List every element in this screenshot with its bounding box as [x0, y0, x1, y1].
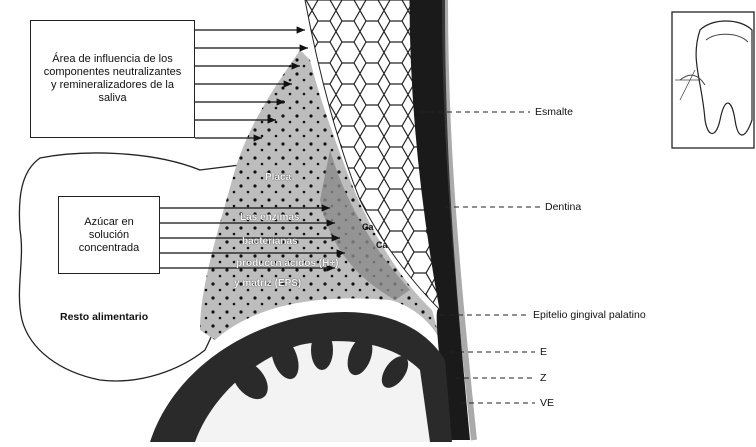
ion-ca-2: Ca: [376, 240, 388, 250]
label-food-residue: Resto alimentario: [60, 311, 148, 323]
saliva-box: Área de influencia de los componentes ne…: [30, 20, 195, 138]
ion-ca-1: Ca: [362, 222, 374, 232]
label-enamel: Esmalte: [535, 106, 573, 118]
plaque-line-2: bacterianas: [242, 236, 298, 247]
label-z: Z: [540, 372, 546, 384]
plaque-title: Placa: [265, 172, 291, 183]
plaque-line-3: producen ácidos (H+): [236, 258, 339, 269]
tooth-inset: [672, 12, 754, 148]
sugar-box: Azúcar en solución concentrada: [58, 196, 160, 274]
label-dentin: Dentina: [545, 201, 581, 213]
plaque-line-1: Las enzimas: [240, 212, 299, 223]
plaque-line-4: y matriz (EPS): [234, 278, 301, 289]
label-ve: VE: [540, 397, 554, 409]
label-gingival-epithelium: Epitelio gingival palatino: [533, 309, 646, 321]
saliva-box-text: Área de influencia de los componentes ne…: [41, 53, 184, 105]
sugar-box-text: Azúcar en solución concentrada: [65, 216, 153, 255]
label-e: E: [540, 346, 547, 358]
